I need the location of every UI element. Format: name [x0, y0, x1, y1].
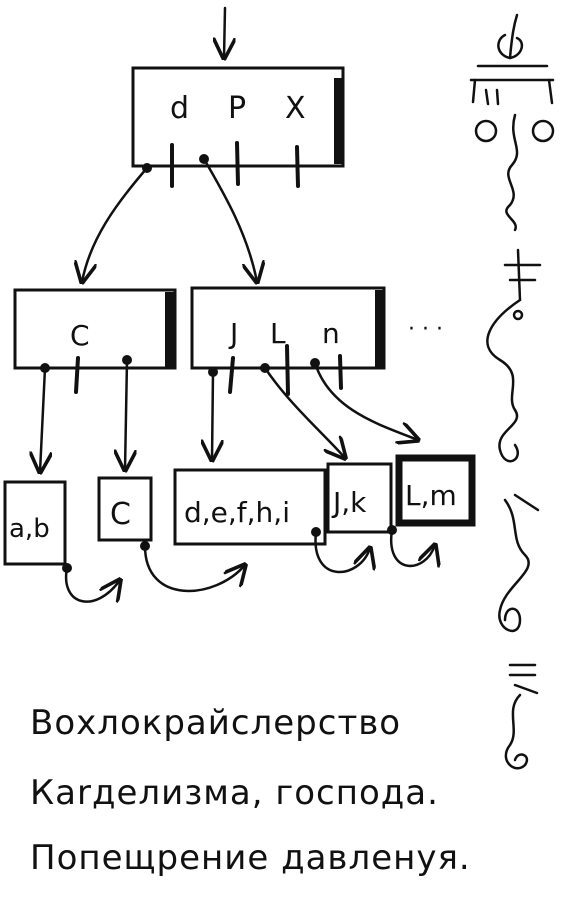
pointer-arrow: [82, 166, 149, 282]
sibling-link: [64, 566, 120, 602]
root-node: d P X: [131, 66, 345, 188]
sibling-link: [389, 528, 435, 566]
ellipsis: · · ·: [408, 317, 443, 342]
pointer-arrow: [212, 370, 213, 460]
note-line-3: Попещрение давленуя.: [30, 838, 471, 878]
pointer-arrow: [313, 361, 418, 440]
node-key: C: [70, 319, 90, 352]
node-key: J: [228, 317, 238, 350]
note-line-2: Каrделизма, господа.: [30, 773, 439, 813]
sibling-link: [314, 530, 370, 574]
note-line-1: Вохлокрайслерство: [30, 703, 402, 743]
leaf-node: L,m: [387, 454, 476, 535]
leaf-node: J,k: [311, 462, 393, 537]
internal-node-right: J L n: [190, 286, 386, 396]
ornament-doodle: [469, 13, 555, 770]
pointer-arrow: [202, 157, 257, 282]
root-incoming-arrow: [224, 6, 225, 58]
leaf-node: a,b: [3, 480, 72, 573]
root-key: d: [170, 91, 189, 126]
svg-text:a,b: a,b: [9, 514, 50, 544]
root-key: P: [228, 91, 246, 126]
node-key: n: [322, 317, 340, 350]
pointer-arrow: [40, 366, 45, 472]
sibling-link: [143, 544, 245, 593]
root-key: X: [285, 91, 306, 126]
node-key: L: [270, 317, 286, 350]
svg-text:d,e,f,h,i: d,e,f,h,i: [184, 496, 290, 529]
svg-text:J,k: J,k: [331, 486, 367, 519]
pointer-arrow: [263, 366, 345, 458]
leaf-node: d,e,f,h,i: [173, 468, 327, 546]
internal-node-left: C: [13, 288, 177, 394]
svg-text:L,m: L,m: [405, 479, 457, 512]
pointer-arrow: [125, 358, 127, 470]
svg-text:C: C: [110, 497, 131, 532]
leaf-node: C: [97, 476, 153, 551]
